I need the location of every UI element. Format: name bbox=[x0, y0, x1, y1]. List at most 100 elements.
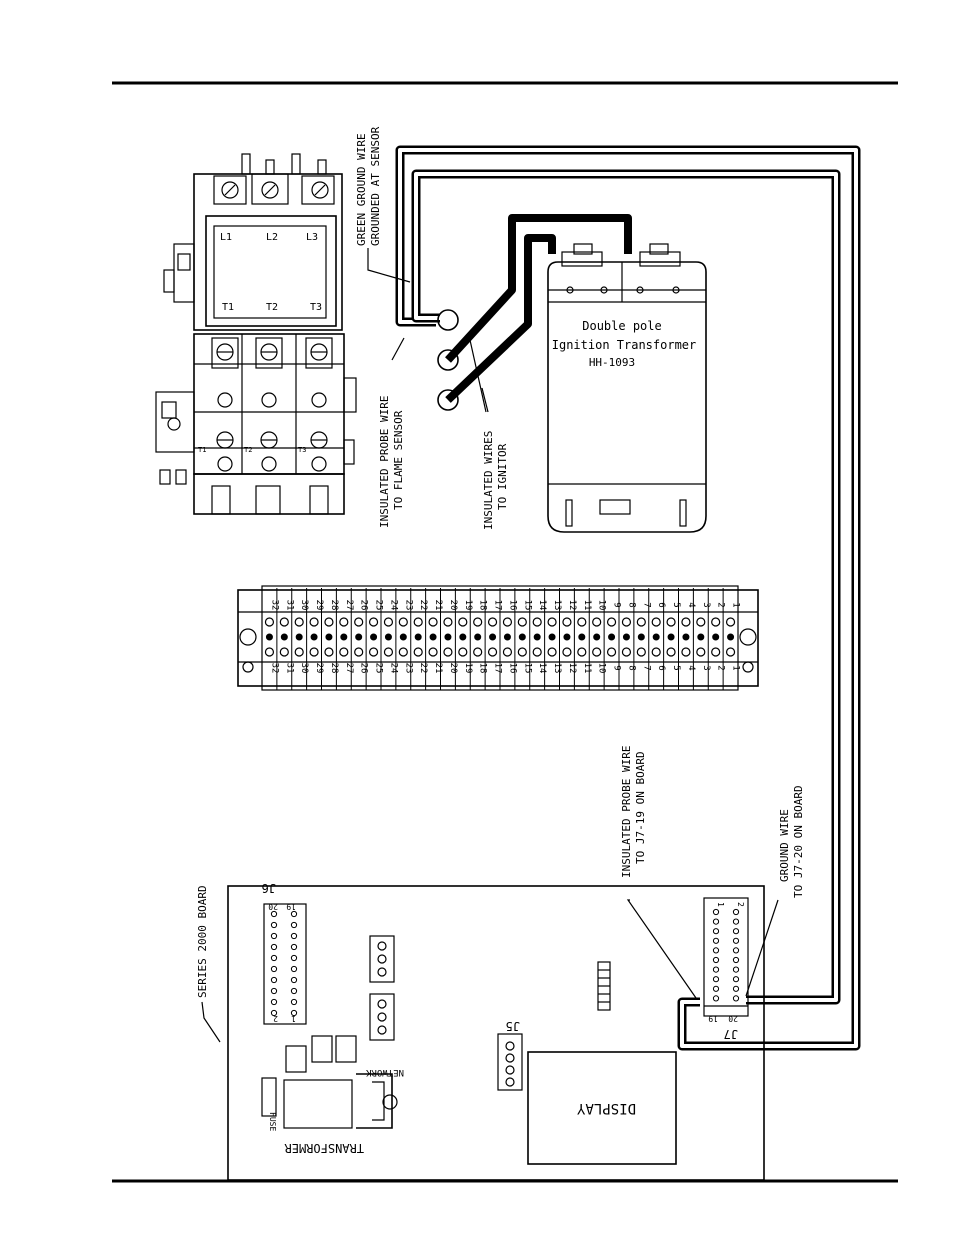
terminal-number: 14 bbox=[537, 600, 547, 611]
board-probe-callout: TO J7-19 ON BOARD bbox=[634, 751, 647, 864]
j7-pin bbox=[732, 985, 740, 992]
terminal-label: L1 bbox=[220, 232, 232, 243]
terminal-screw bbox=[652, 633, 660, 641]
terminal-number: 28 bbox=[329, 663, 339, 674]
j6-pin bbox=[290, 998, 298, 1006]
terminal-screw bbox=[518, 633, 526, 641]
terminal-screw bbox=[547, 617, 557, 627]
terminal-screw bbox=[324, 647, 334, 657]
terminal-number: 24 bbox=[388, 663, 398, 674]
terminal-screw bbox=[621, 647, 632, 657]
terminal-strip-cells: 3232313130302929282827272626252524242323… bbox=[261, 588, 741, 690]
terminal-number: 22 bbox=[418, 600, 428, 611]
terminal-number: 32 bbox=[269, 600, 279, 611]
terminal-screw bbox=[473, 617, 483, 627]
contactor: L1 L2 L3 T1 T2 T3 T1 T2 T3 bbox=[155, 153, 357, 515]
terminal-screw bbox=[339, 617, 349, 627]
j7-pin bbox=[712, 976, 720, 983]
terminal-screw bbox=[443, 647, 453, 657]
terminal-number: 23 bbox=[403, 600, 413, 611]
j6-pin bbox=[290, 910, 298, 918]
j6-pin bbox=[290, 987, 298, 995]
j6-pin bbox=[290, 921, 298, 929]
transformer-subtitle: Ignition Transformer bbox=[552, 338, 697, 352]
terminal-number: 15 bbox=[522, 600, 532, 611]
terminal-number: 25 bbox=[374, 663, 384, 674]
terminal-screw bbox=[264, 647, 275, 657]
terminal-screw bbox=[340, 633, 348, 641]
terminal-label: L2 bbox=[266, 232, 278, 243]
terminal-screw bbox=[265, 633, 273, 641]
terminal-screw bbox=[368, 617, 379, 627]
j7-pin-label: 1 bbox=[716, 902, 725, 907]
terminal-screw bbox=[651, 617, 661, 627]
overload-terminal-label: T3 bbox=[298, 446, 306, 454]
terminal-screw bbox=[294, 617, 304, 627]
terminal-screw bbox=[487, 647, 498, 657]
terminal-number: 27 bbox=[344, 600, 354, 611]
j6-pin-label: 20 bbox=[268, 902, 278, 911]
j7-pin bbox=[732, 966, 740, 973]
j7-pin bbox=[712, 995, 720, 1002]
j7-pin bbox=[732, 937, 740, 944]
terminal-screw bbox=[309, 617, 319, 627]
terminal-number: 18 bbox=[478, 663, 488, 674]
probe-wire-callout: INSULATED PROBE WIRE bbox=[378, 396, 391, 528]
terminal-screw bbox=[667, 633, 675, 641]
terminal-screw bbox=[502, 647, 513, 657]
terminal-screw bbox=[711, 617, 721, 627]
terminal-screw bbox=[562, 647, 572, 657]
j6-pin bbox=[270, 1009, 278, 1017]
terminal-number: 5 bbox=[671, 665, 681, 670]
overload-terminal-label: T1 bbox=[198, 446, 206, 454]
terminal-number: 26 bbox=[359, 663, 369, 674]
terminal-screw bbox=[458, 617, 468, 627]
terminal-number: 31 bbox=[284, 600, 294, 611]
ground-wire-callout: GROUNDED AT SENSOR bbox=[369, 126, 382, 246]
terminal-number: 2 bbox=[716, 602, 726, 607]
j6-pin bbox=[290, 954, 298, 962]
terminal-number: 2 bbox=[716, 665, 726, 670]
j7-pin bbox=[712, 956, 720, 964]
terminal-screw bbox=[637, 633, 645, 641]
terminal-screw bbox=[725, 647, 736, 657]
j7-label: J7 bbox=[724, 1027, 738, 1041]
terminal-number: 16 bbox=[507, 663, 517, 674]
terminal-screw bbox=[502, 617, 513, 627]
terminal-screw bbox=[725, 617, 736, 627]
terminal-number: 11 bbox=[582, 663, 592, 674]
terminal-number: 26 bbox=[359, 600, 369, 611]
terminal-number: 5 bbox=[671, 602, 681, 607]
network-label: NETWORK bbox=[365, 1067, 404, 1077]
terminal-number: 29 bbox=[314, 600, 324, 611]
j6-pin bbox=[290, 943, 298, 951]
terminal-label: T2 bbox=[266, 302, 278, 313]
board-probe-callout: INSULATED PROBE WIRE bbox=[620, 746, 633, 878]
terminal-screw bbox=[399, 633, 407, 641]
terminal-number: 29 bbox=[314, 663, 324, 674]
terminal-screw bbox=[444, 633, 452, 641]
terminal-number: 17 bbox=[493, 663, 503, 674]
display-label: DISPLAY bbox=[576, 1100, 636, 1116]
terminal-number: 14 bbox=[537, 663, 547, 674]
j6-pin bbox=[270, 910, 278, 918]
terminal-screw bbox=[458, 647, 468, 657]
terminal-screw bbox=[606, 617, 617, 627]
terminal-screw bbox=[324, 617, 334, 627]
terminal-screw bbox=[264, 617, 275, 627]
terminal-number: 6 bbox=[656, 602, 666, 607]
j7-pin bbox=[732, 976, 740, 983]
terminal-screw bbox=[532, 617, 542, 627]
terminal-number: 23 bbox=[403, 663, 413, 674]
terminal-number: 32 bbox=[269, 663, 279, 674]
terminal-number: 25 bbox=[374, 600, 384, 611]
terminal-number: 19 bbox=[463, 600, 473, 611]
j7-pin-label: 20 bbox=[728, 1014, 738, 1023]
terminal-screw bbox=[295, 633, 303, 641]
terminal-screw bbox=[563, 633, 571, 641]
terminal-screw bbox=[279, 647, 289, 657]
j7-pin bbox=[732, 928, 740, 935]
j5-label: J5 bbox=[506, 1019, 520, 1033]
terminal-screw bbox=[696, 647, 706, 657]
